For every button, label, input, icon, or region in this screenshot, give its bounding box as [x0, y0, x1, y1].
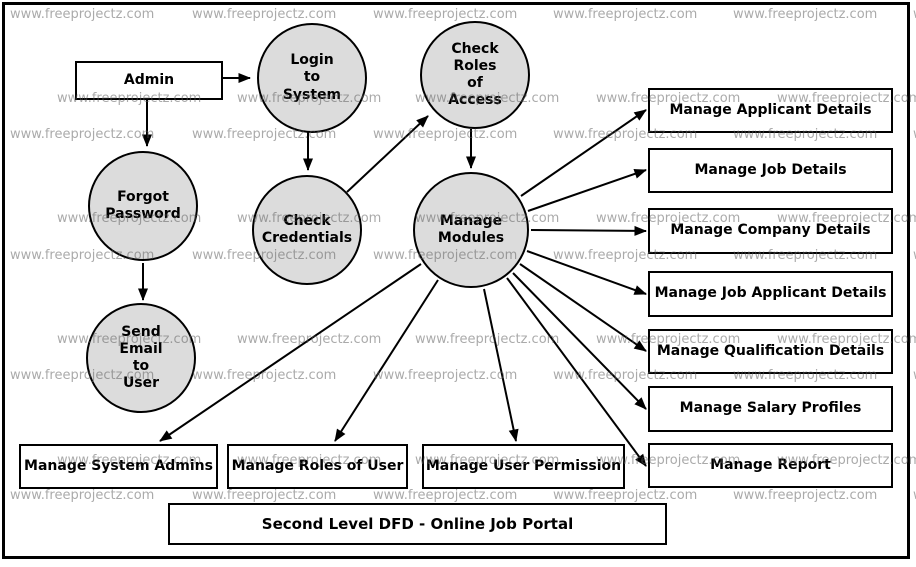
datastore-manage-roles-of-user: Manage Roles of User — [227, 444, 408, 489]
datastore-manage-qualification-details: Manage Qualification Details — [648, 329, 893, 374]
arrow-modules-to-company-details — [530, 225, 647, 236]
arrow-modules-to-user-permission — [483, 288, 519, 442]
arrow-modules-to-report — [506, 277, 647, 467]
diagram-border — [2, 2, 910, 559]
process-check-credentials: Check Credentials — [252, 175, 362, 285]
datastore-manage-system-admins: Manage System Admins — [19, 444, 218, 489]
entity-admin: Admin — [75, 61, 223, 100]
process-check-roles-of-access: Check Roles of Access — [420, 21, 530, 129]
process-manage-modules: Manage Modules — [413, 172, 529, 288]
arrow-modules-to-roles-of-user — [334, 279, 439, 442]
arrow-modules-to-system-admins — [159, 263, 422, 442]
datastore-manage-report: Manage Report — [648, 443, 893, 488]
arrow-modules-to-qualification-details — [519, 263, 647, 352]
process-login-to-system: Login to System — [257, 23, 367, 133]
datastore-manage-job-details: Manage Job Details — [648, 148, 893, 193]
arrow-modules-to-job-applicant-details — [526, 250, 647, 295]
datastore-manage-applicant-details: Manage Applicant Details — [648, 88, 893, 133]
arrow-modules-to-job-details — [527, 169, 647, 212]
datastore-manage-user-permission: Manage User Permission — [422, 444, 625, 489]
arrow-modules-to-applicant-details — [520, 109, 647, 197]
datastore-manage-job-applicant-details: Manage Job Applicant Details — [648, 271, 893, 317]
process-send-email-to-user: Send Email to User — [86, 303, 196, 413]
datastore-manage-salary-profiles: Manage Salary Profiles — [648, 386, 893, 432]
arrow-check-credentials-to-check-roles — [346, 115, 429, 193]
arrow-modules-to-salary-profiles — [512, 272, 647, 410]
datastore-manage-company-details: Manage Company Details — [648, 208, 893, 254]
process-forgot-password: Forgot Password — [88, 151, 198, 261]
diagram-title: Second Level DFD - Online Job Portal — [168, 503, 667, 545]
